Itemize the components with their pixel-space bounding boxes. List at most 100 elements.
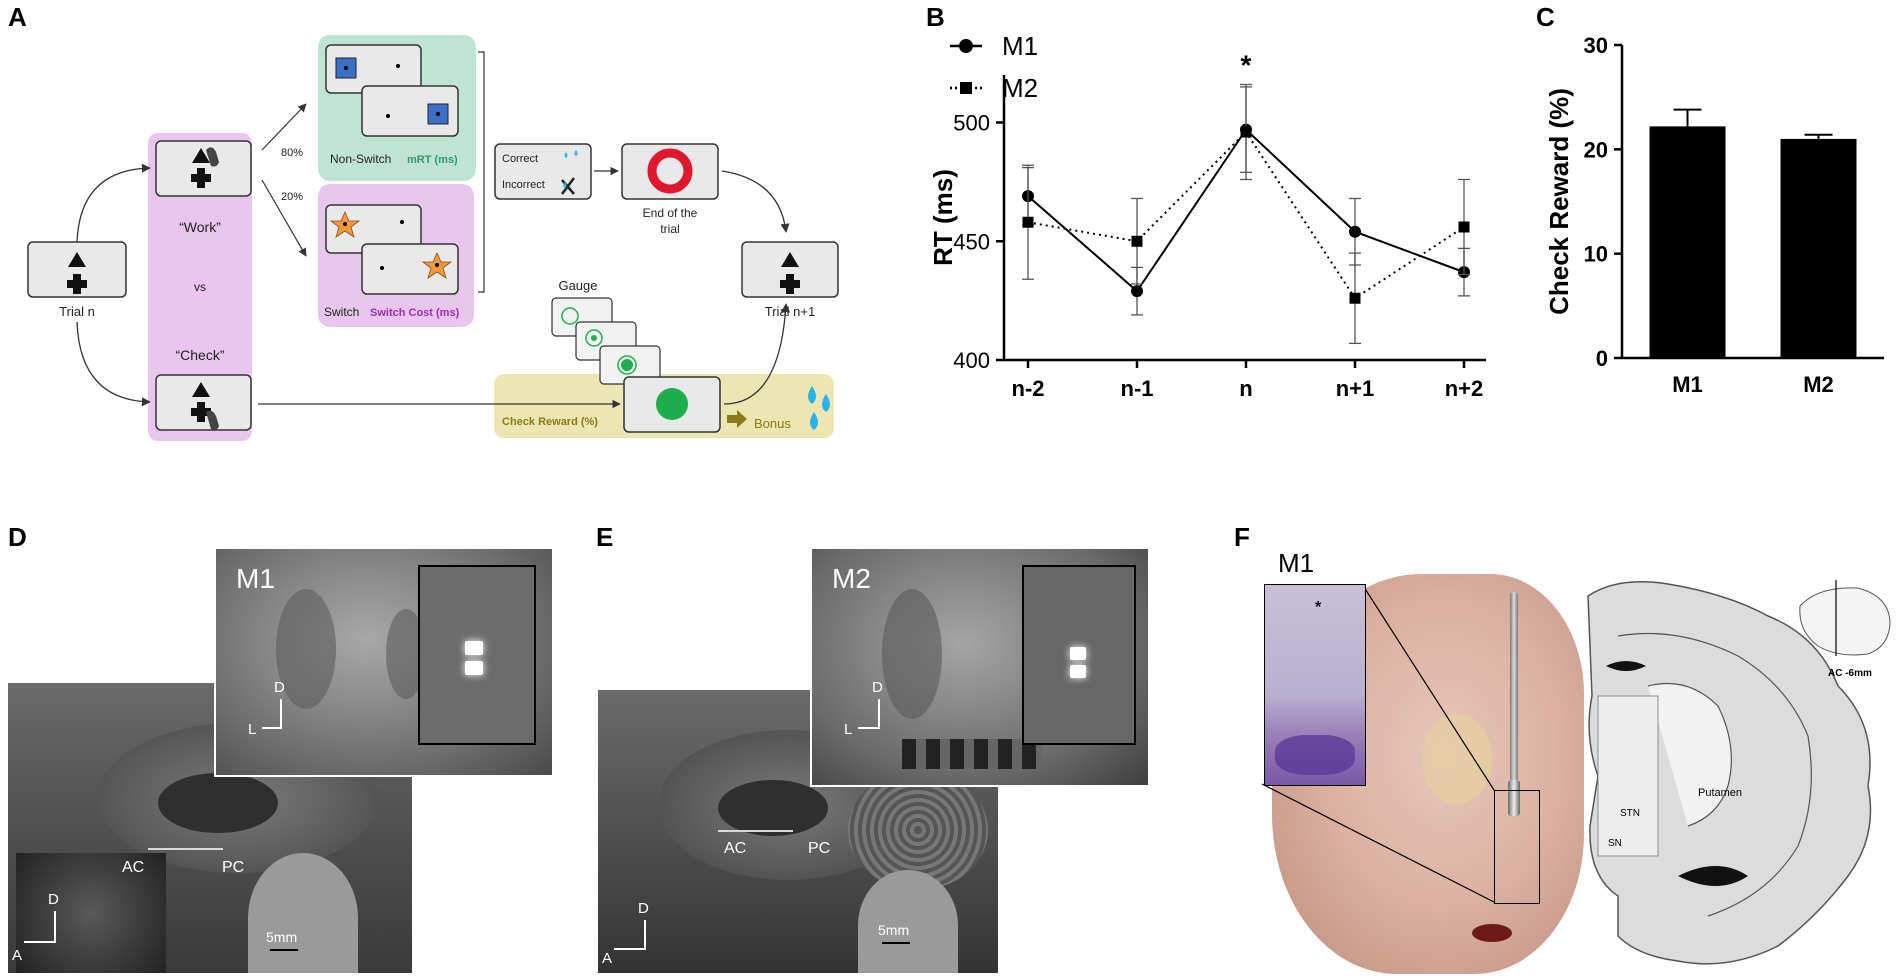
- dorsal-label: D: [274, 679, 285, 696]
- switch-label: Switch: [324, 305, 359, 319]
- legend-m1-label: M1: [1002, 31, 1038, 61]
- sn-label: SN: [1608, 838, 1622, 849]
- data-point-m2: [1349, 292, 1361, 304]
- rt-line-chart: 400 450 500 n-2 n-1 n n+1 n+2 RT (ms) * M1 M2: [928, 31, 1486, 401]
- stn-label: STN: [1620, 808, 1640, 819]
- m1-histology-label: M1: [1278, 548, 1315, 578]
- x-tick-label: n: [1239, 376, 1252, 401]
- zoom-lines: [1262, 584, 1495, 903]
- data-point-m1: [1131, 285, 1143, 298]
- bar-m1: [1649, 126, 1726, 358]
- ac-label: AC: [122, 859, 145, 876]
- brain-atlas: Putamen STN SN AC -6mm: [1587, 580, 1891, 965]
- data-point-m2: [1458, 221, 1470, 233]
- data-point-m2: [1240, 126, 1252, 138]
- ac-level-label: AC -6mm: [1828, 668, 1872, 679]
- switch-screen-2: [361, 243, 459, 295]
- x-tick-label: n+1: [1336, 376, 1375, 401]
- x-tick-label: n-2: [1012, 376, 1045, 401]
- y-tick-label: 450: [953, 229, 990, 254]
- y-tick-label: 500: [953, 111, 990, 136]
- x-tick-label: n+2: [1445, 376, 1484, 401]
- panel-label-b: B: [926, 2, 945, 32]
- check-reward-axis-label: Check Reward (%): [1544, 88, 1574, 315]
- y-tick-label: 20: [1584, 137, 1608, 162]
- end-trial-screen: [621, 143, 719, 200]
- scale-label: 5mm: [878, 922, 910, 938]
- full-gauge: [656, 388, 688, 420]
- ac-label: AC: [724, 840, 747, 857]
- m1-coronal-mri: M1 D L: [214, 547, 554, 777]
- scale-label: 5mm: [266, 929, 298, 945]
- pct-80-label: 80%: [281, 147, 303, 159]
- electrode-shaft: [1510, 592, 1518, 782]
- hand-icon: [206, 410, 219, 430]
- correct-label: Correct: [502, 153, 538, 165]
- m2-scan-label: M2: [832, 563, 871, 594]
- electrode-inset: [1022, 565, 1136, 745]
- water-drops-icon: [808, 386, 830, 430]
- dorsal-label: D: [872, 679, 883, 696]
- water-drop-icon: [564, 150, 578, 158]
- non-switch-label: Non-Switch: [330, 152, 391, 166]
- electrode-tip: [1508, 780, 1520, 816]
- legend-m2-marker: [960, 82, 972, 94]
- switch-cost-label: Switch Cost (ms): [370, 307, 460, 319]
- m2-coronal-mri: M2 D L: [810, 547, 1150, 787]
- trial-n1-label: Trial n+1: [765, 304, 815, 319]
- pc-label: PC: [808, 840, 831, 857]
- lateral-label: L: [248, 721, 257, 738]
- lateral-label: L: [844, 721, 853, 738]
- red-ring: [647, 148, 693, 194]
- panel-label-d: D: [8, 522, 27, 552]
- legend-m1-marker: [959, 39, 973, 53]
- pc-label: PC: [222, 859, 245, 876]
- vs-label: vs: [194, 280, 206, 294]
- cross-icon: [561, 177, 575, 195]
- y-tick-label: 400: [953, 348, 990, 373]
- dorsal-label: D: [48, 891, 59, 908]
- rt-axis-label: RT (ms): [928, 169, 958, 266]
- data-point-m1: [1349, 225, 1361, 238]
- data-point-m2: [1131, 235, 1143, 247]
- incorrect-label: Incorrect: [502, 179, 545, 191]
- work-check-region: [148, 133, 252, 441]
- mrt-label: mRT (ms): [407, 154, 458, 166]
- task-diagram: Trial n “Work” vs “Check” 80% 20% Non-Sw…: [27, 35, 839, 441]
- end-trial-label-2: trial: [660, 222, 679, 236]
- trial-n-label: Trial n: [59, 304, 95, 319]
- panel-label-f: F: [1234, 522, 1250, 552]
- electrode-inset: [418, 565, 536, 745]
- dorsal-label: D: [638, 900, 649, 917]
- legend-m2-label: M2: [1002, 73, 1038, 103]
- x-tick-label: n-1: [1121, 376, 1154, 401]
- panel-label-c: C: [1536, 2, 1555, 32]
- significance-star: *: [1241, 50, 1252, 81]
- y-tick-label: 0: [1596, 346, 1608, 371]
- end-trial-label-1: End of the: [643, 206, 698, 220]
- gauge-label: Gauge: [558, 278, 597, 293]
- nissl-inset: *: [1264, 584, 1366, 786]
- data-point-m2: [1022, 216, 1034, 228]
- bonus-label: Bonus: [754, 416, 791, 431]
- zoom-box: [1494, 790, 1540, 904]
- x-tick-label: M1: [1672, 372, 1703, 397]
- work-label: “Work”: [179, 219, 221, 235]
- x-tick-label: M2: [1803, 372, 1834, 397]
- trial-n1-screen: [741, 241, 839, 298]
- y-tick-label: 30: [1584, 33, 1608, 58]
- anterior-label: A: [602, 950, 613, 967]
- bar-m2: [1780, 138, 1857, 358]
- check-reward-label: Check Reward (%): [502, 416, 598, 428]
- bonus-arrow-icon: [727, 410, 747, 428]
- putamen-label: Putamen: [1698, 787, 1742, 799]
- pct-20-label: 20%: [281, 191, 303, 203]
- hand-icon: [206, 147, 219, 167]
- check-reward-bar-chart: M1 M2 0 10 20 30 Check Reward (%): [1544, 33, 1884, 397]
- panel-label-a: A: [8, 2, 27, 32]
- inset-star: *: [1315, 599, 1322, 616]
- check-label: “Check”: [175, 347, 224, 363]
- y-tick-label: 10: [1584, 242, 1608, 267]
- m1-scan-label: M1: [236, 563, 275, 594]
- anterior-label: A: [12, 947, 23, 964]
